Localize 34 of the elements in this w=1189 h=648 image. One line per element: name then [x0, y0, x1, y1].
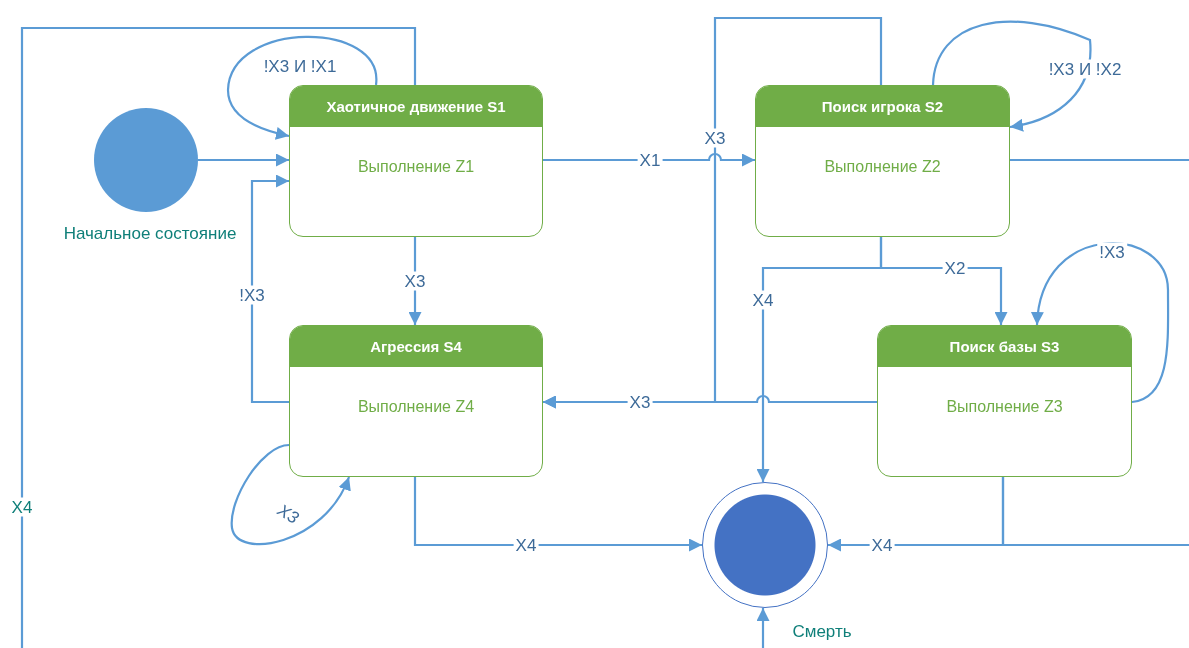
state-action: Выполнение Z2 [823, 158, 942, 176]
state-action: Выполнение Z3 [945, 398, 1064, 416]
connector-line [1010, 158, 1189, 162]
arrow [198, 153, 289, 167]
state-label: Смерть [792, 622, 852, 642]
connector-line [1001, 477, 1189, 547]
arrow [250, 174, 289, 404]
state-action: Выполнение Z4 [356, 398, 476, 416]
arrow [1032, 242, 1170, 404]
arrow [230, 443, 350, 546]
state-box [289, 85, 543, 237]
state-title: Поиск игрока S2 [756, 86, 1009, 127]
arrow [543, 16, 883, 409]
state-box [289, 325, 543, 477]
edge-label: !X3 [237, 285, 267, 305]
arrow [931, 20, 1092, 132]
arrow [413, 477, 702, 552]
edge-label: X3 [402, 271, 428, 291]
arrow [756, 607, 770, 648]
edge-label: X3 [273, 499, 303, 529]
state-title: Хаотичное движение S1 [290, 86, 542, 127]
state-action: Выполнение Z1 [356, 158, 476, 176]
state-label: Начальное состояние [63, 224, 237, 244]
connector-line [20, 26, 417, 648]
edge-label: X4 [750, 290, 776, 310]
arrow [756, 237, 883, 483]
state-box [755, 85, 1010, 237]
edge-label: X3 [702, 128, 728, 148]
state-title: Агрессия S4 [290, 326, 542, 367]
edge-label: X4 [9, 497, 35, 517]
arrow [226, 35, 378, 140]
state-title: Поиск базы S3 [878, 326, 1131, 367]
state-box [877, 325, 1132, 477]
arrow [543, 153, 755, 167]
